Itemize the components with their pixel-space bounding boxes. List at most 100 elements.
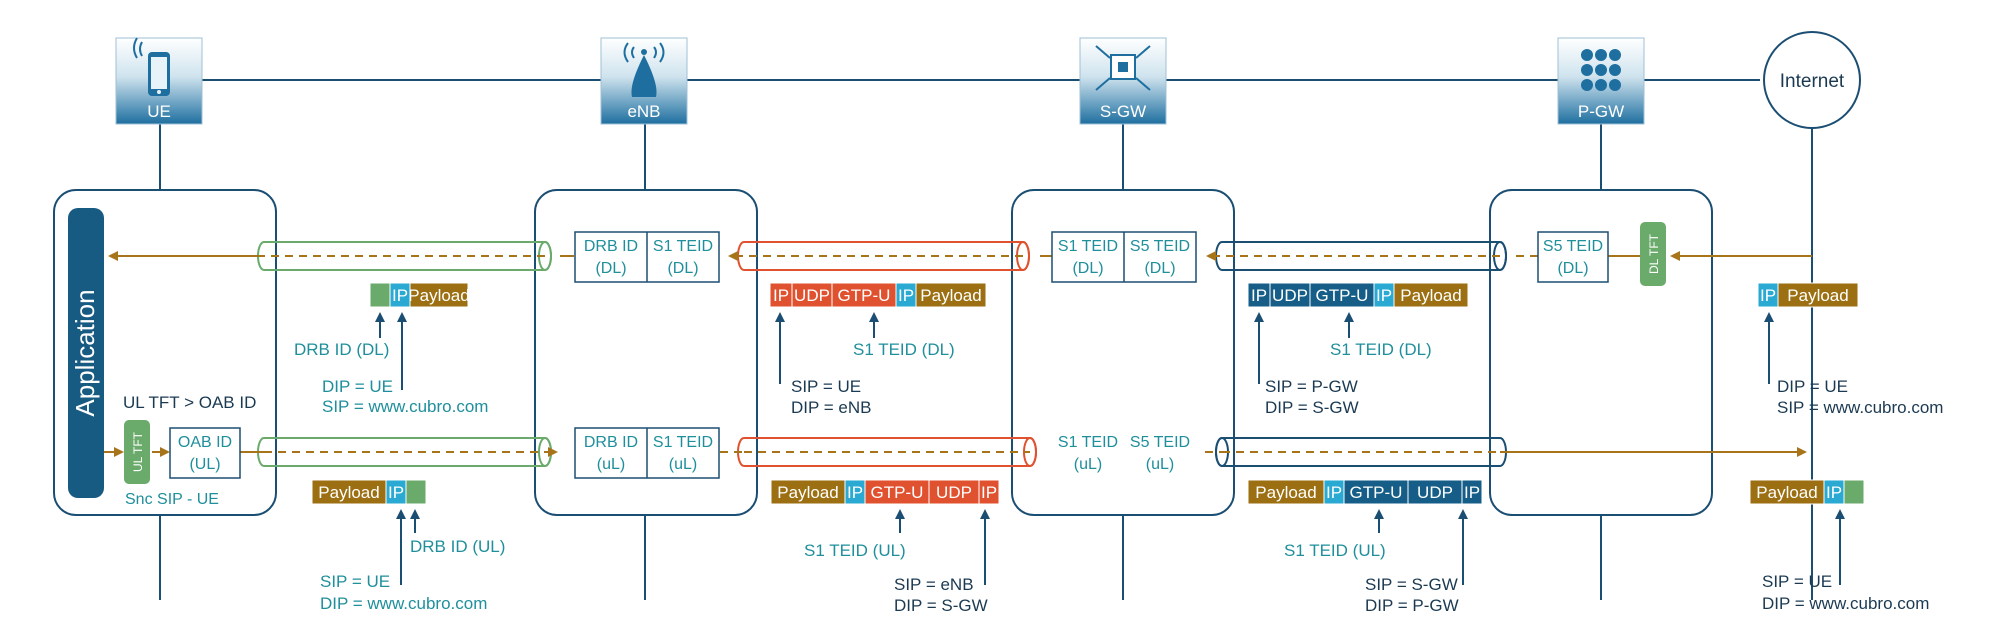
phone-icon [133, 37, 170, 96]
node-ue-label: UE [147, 102, 171, 121]
enb-ul-left-1: DRB ID [584, 434, 638, 451]
sgw-dl-left-1: S1 TEID [1058, 238, 1118, 255]
packet-segment-label: Payload [1756, 483, 1817, 502]
sgw-dl-dip: DIP = S-GW [1265, 398, 1359, 417]
enb-dl-teid: S1 TEID (DL) [853, 340, 955, 359]
enb-dl-right-1: S1 TEID [653, 238, 713, 255]
sgw-dl-ids: S1 TEID (DL) S5 TEID (DL) [1051, 231, 1197, 283]
packet-segment [1843, 479, 1865, 505]
enb-ul-dip: DIP = S-GW [894, 596, 988, 615]
node-enb[interactable]: eNB [600, 37, 688, 125]
sgw-dl-right-1: S5 TEID [1130, 238, 1190, 255]
packet-segment [1393, 282, 1469, 308]
node-internet-label: Internet [1780, 71, 1845, 92]
ue-dl-teid: DRB ID (DL) [294, 340, 389, 359]
sgw-dl-right-2: (DL) [1144, 260, 1175, 277]
antenna-icon [623, 42, 665, 97]
packet-segment [1749, 479, 1825, 505]
enb-dl-sip: SIP = UE [791, 377, 861, 396]
packet-segment-label: UDP [936, 483, 972, 502]
sgw-ul-dip: DIP = P-GW [1365, 596, 1459, 615]
node-pgw-label: P-GW [1578, 102, 1624, 121]
ue-dl-sip: SIP = www.cubro.com [322, 397, 488, 416]
ue-ul-dip: DIP = www.cubro.com [320, 594, 487, 613]
packet-segment-label: IP [1464, 483, 1480, 502]
packet-segment-label: IP [392, 286, 408, 305]
ul-tft-rule: UL TFT > OAB ID [123, 393, 256, 412]
enb-dl-right-2: (DL) [667, 260, 698, 277]
packet-segment [915, 282, 987, 308]
packet-segment-label: Payload [1400, 286, 1461, 305]
sgw-dl-left-2: (DL) [1072, 260, 1103, 277]
packet-segment-label: UDP [1417, 483, 1453, 502]
sgw-ul-left-1: S1 TEID [1058, 434, 1118, 451]
router-icon [1095, 45, 1151, 91]
packet-segment-label: IP [1826, 483, 1842, 502]
packet-segment [1343, 479, 1409, 505]
packet-segment [978, 479, 1000, 505]
sgw-ul-left-2: (uL) [1074, 456, 1102, 473]
packet-segment-label: Payload [318, 483, 379, 502]
sgw-dl-sip: SIP = P-GW [1265, 377, 1358, 396]
node-ue[interactable]: UE [115, 37, 203, 125]
sgw-ul-sip: SIP = S-GW [1365, 575, 1458, 594]
node-sgw[interactable]: S-GW [1079, 37, 1167, 125]
inet-dl-dip: DIP = UE [1777, 377, 1848, 396]
annotation-arrows [375, 312, 1845, 585]
enb-dl-dip: DIP = eNB [791, 398, 871, 417]
enb-ul-sip: SIP = eNB [894, 575, 974, 594]
enb-ul-left-2: (uL) [597, 456, 625, 473]
pgw-dl-ids: S5 TEID (DL) [1537, 231, 1609, 283]
drop-lines [159, 124, 1813, 600]
sgw-ul-teid: S1 TEID (UL) [1284, 541, 1386, 560]
oab-id-2: (UL) [189, 456, 220, 473]
grid-icon [1581, 49, 1621, 91]
dl-tft-tag: DL TFT [1640, 222, 1666, 286]
packet-segment-label: UDP [1272, 286, 1308, 305]
packet-segment-label: IP [1326, 483, 1342, 502]
annotation-texts: DRB ID (DL) DIP = UE SIP = www.cubro.com… [294, 340, 1943, 615]
packet-segment-label: IP [1760, 286, 1776, 305]
oab-id-1: OAB ID [178, 434, 232, 451]
enb-ul-right-2: (uL) [669, 456, 697, 473]
packet-segment [409, 282, 469, 308]
packet-segment-label: UDP [794, 286, 830, 305]
snc-label: Snc SIP - UE [125, 491, 219, 508]
sgw-ul-right-1: S5 TEID [1130, 434, 1190, 451]
ue-internals: UL TFT > OAB ID UL TFT OAB ID (UL) Snc S… [123, 393, 256, 508]
packet-segment [1777, 282, 1859, 308]
packet-p-inet-ul: Payload IP [1749, 479, 1865, 505]
enb-ul-right-1: S1 TEID [653, 434, 713, 451]
node-internet[interactable]: Internet [1763, 31, 1861, 129]
node-enb-label: eNB [627, 102, 660, 121]
application-bar[interactable]: Application [68, 208, 104, 498]
packet-p-ue-ul: Payload IP [311, 479, 427, 505]
node-pgw[interactable]: P-GW [1557, 37, 1645, 125]
packet-segment-label: GTP-U [871, 483, 924, 502]
packet-segment-label: GTP-U [838, 286, 891, 305]
packet-segment-label: IP [898, 286, 914, 305]
packet-segment-label: IP [981, 483, 997, 502]
packet-segment-label: IP [773, 286, 789, 305]
packet-segment [369, 282, 391, 308]
sgw-dl-teid: S1 TEID (DL) [1330, 340, 1432, 359]
ul-tft-tag [124, 420, 150, 484]
packet-segment-label: IP [1251, 286, 1267, 305]
enb-ul-teid: S1 TEID (UL) [804, 541, 906, 560]
packet-segment [1247, 479, 1325, 505]
sgw-ul-right-2: (uL) [1146, 456, 1174, 473]
enb-dl-left-2: (DL) [595, 260, 626, 277]
ue-ul-sip: SIP = UE [320, 572, 390, 591]
enb-dl-ids: DRB ID (DL) S1 TEID (DL) [574, 231, 720, 283]
packet-segment-label: IP [388, 483, 404, 502]
packet-segment-label: IP [847, 483, 863, 502]
sgw-ul-ids: S1 TEID (uL) S5 TEID (uL) [1058, 434, 1190, 473]
svg-text:DL TFT: DL TFT [1647, 233, 1661, 274]
packet-segment [405, 479, 427, 505]
